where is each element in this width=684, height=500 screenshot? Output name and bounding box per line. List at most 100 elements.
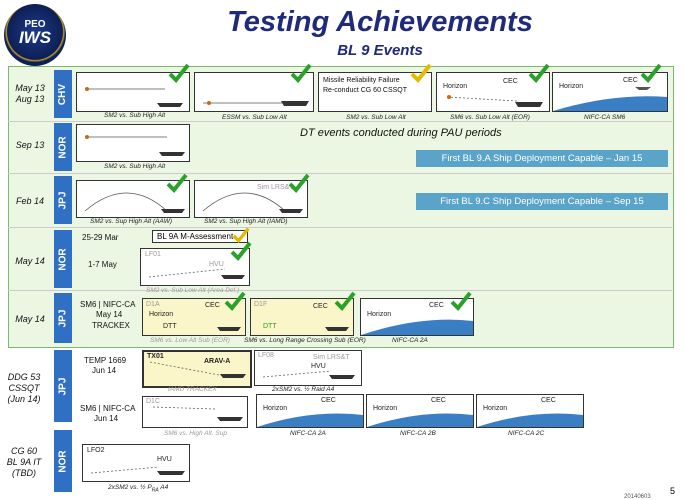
event-date: Jun 14	[94, 414, 119, 423]
event-date: TEMP 1669	[84, 356, 127, 365]
event-caption: SM2 vs. Sub High Alt	[104, 112, 166, 119]
page-subtitle: BL 9 Events	[337, 42, 423, 59]
row-divider	[8, 121, 672, 122]
horizon-graphic	[361, 319, 473, 335]
cec-label: CEC	[503, 78, 518, 85]
event-caption: 2xSM2 vs. ½ PRA A4	[108, 484, 169, 494]
hvu-label: HVU	[311, 363, 326, 370]
check-green-icon	[168, 63, 190, 83]
event-caption: SM2 vs. Sub Low Alt	[346, 114, 406, 121]
check-green-icon	[290, 63, 312, 83]
dtt-label: DTT	[263, 323, 277, 330]
trackex-line: TRACKEX	[92, 321, 130, 330]
cec-label: CEC	[321, 397, 336, 404]
horizon-label: Horizon	[373, 405, 398, 412]
row-date: CG 60 BL 9A IT (TBD)	[6, 446, 42, 478]
failure-note: Missile Reliability Failure	[323, 77, 400, 84]
horizon-graphic	[257, 413, 363, 427]
sim-lrst-label: Sim LRS&T	[257, 184, 294, 191]
horizon-graphic	[367, 413, 473, 427]
event-caption: NIFC-CA SM6	[584, 114, 626, 121]
event-box: Sim LRS&T	[194, 180, 308, 218]
horizon-label: Horizon	[367, 311, 392, 318]
row-date: Sep 13	[15, 140, 45, 150]
trajectory-graphic	[152, 406, 243, 421]
event-tag: TX01	[147, 353, 164, 360]
event-caption: ESSM vs. Sub Low Alt	[222, 114, 287, 121]
event-date: 25-29 Mar	[82, 233, 119, 242]
event-caption: 2xSM2 vs. ½ Raid A4	[272, 386, 335, 393]
cec-label: CEC	[205, 302, 220, 309]
trajectory-graphic	[148, 268, 245, 279]
trajectory-graphic	[202, 192, 303, 213]
event-tag: D1A	[146, 301, 160, 308]
event-tag: LF08	[258, 352, 274, 359]
trajectory-graphic	[203, 101, 309, 106]
event-box	[76, 72, 190, 112]
trajectory-graphic	[90, 466, 185, 475]
hvu-label: HVU	[157, 456, 172, 463]
event-caption: SM6 vs. Sub Low Alt (EOR)	[450, 114, 530, 121]
event-date: Jun 14	[92, 366, 117, 375]
page-number: 5	[670, 486, 676, 496]
deployment-banner-9a: First BL 9.A Ship Deployment Capable – J…	[416, 150, 668, 167]
event-tag: D1C	[146, 398, 161, 405]
row-date: May 14	[15, 256, 45, 266]
event-tag: D1F	[254, 301, 268, 308]
cec-label: CEC	[429, 302, 444, 309]
ship-tab-nor: NOR	[54, 123, 72, 171]
trajectory-graphic	[325, 327, 349, 331]
event-caption: SM6 vs. Low Alt Sub (EOR)	[150, 337, 230, 344]
trajectory-graphic	[84, 192, 185, 213]
event-caption: SM6 vs. High Alt. Sup	[164, 430, 227, 437]
ship-tab-nor: NOR	[54, 430, 72, 492]
event-box	[76, 124, 190, 162]
event-caption: NIFC-CA 2C	[508, 430, 545, 437]
event-box: Horizon CEC	[366, 394, 474, 428]
check-green-icon	[640, 63, 662, 83]
row-divider	[8, 227, 672, 228]
page-title: Testing Achievements	[227, 6, 533, 38]
horizon-graphic	[553, 87, 667, 111]
check-green-icon	[230, 241, 252, 261]
cec-label: CEC	[431, 397, 446, 404]
dtt-label: DTT	[163, 323, 177, 330]
cec-label: CEC	[313, 303, 328, 310]
event-box: Horizon CEC	[552, 72, 668, 112]
event-caption: NIFC-CA 2A	[392, 337, 428, 344]
horizon-label: Horizon	[443, 83, 468, 90]
event-caption: NIFC-CA 2A	[290, 430, 326, 437]
m-assessment-box: BL 9A M-Assessment	[152, 230, 248, 243]
doc-code: 20140603	[624, 494, 651, 500]
trackex-line: SM6 | NIFC-CA	[80, 300, 136, 309]
trajectory-graphic	[262, 370, 355, 379]
row-date: Feb 14	[15, 196, 45, 206]
ship-tab-chv: CHV	[54, 70, 72, 118]
event-date: SM6 | NIFC-CA	[80, 404, 136, 413]
horizon-label: Horizon	[263, 405, 288, 412]
event-caption: NIFC-CA 2B	[400, 430, 436, 437]
event-tag: LF01	[145, 251, 161, 258]
trajectory-graphic	[149, 361, 246, 378]
reconduct-note: Re-conduct CG 60 CSSQT	[323, 87, 408, 94]
event-box: LFO2 HVU	[82, 444, 190, 482]
horizon-graphic	[477, 413, 583, 427]
trajectory-graphic	[217, 327, 241, 331]
check-green-icon	[334, 291, 356, 311]
row-divider	[8, 290, 672, 291]
ship-tab-jpj: JPJ	[54, 293, 72, 343]
row-date: DDG 53 CSSQT (Jun 14)	[7, 372, 41, 404]
horizon-label: Horizon	[483, 405, 508, 412]
sim-lrst-label: Sim LRS&T	[313, 354, 350, 361]
peo-iws-logo	[4, 4, 66, 66]
check-green-icon	[224, 291, 246, 311]
check-green-icon	[166, 173, 188, 193]
check-yellow-icon	[410, 63, 432, 83]
ship-tab-jpj: JPJ	[54, 176, 72, 224]
check-green-icon	[528, 63, 550, 83]
hvu-label: HVU	[209, 261, 224, 268]
check-yellow-icon	[232, 227, 250, 244]
event-box	[194, 72, 314, 112]
event-caption: SM6 vs. Long Range Crossing Sub (EOR)	[244, 337, 366, 344]
